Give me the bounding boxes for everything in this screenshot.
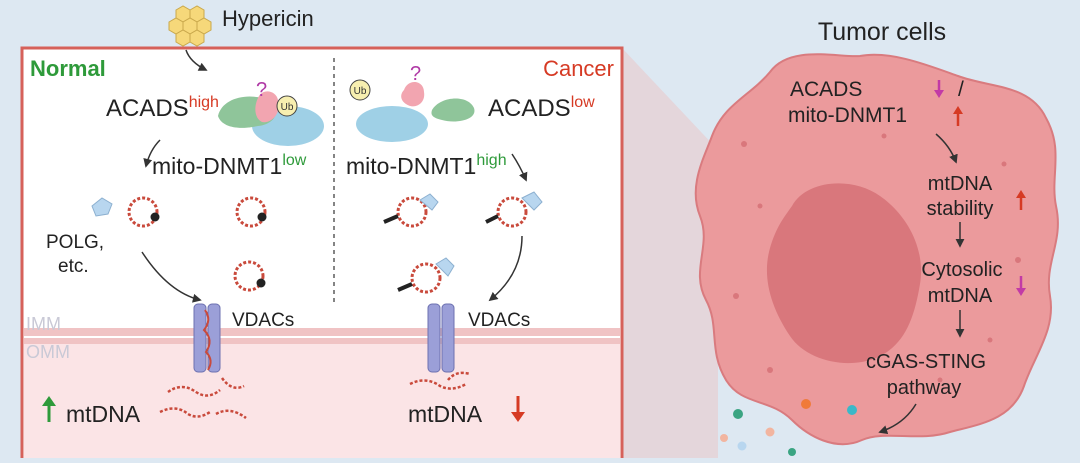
cancer-question-mark: ? (410, 63, 421, 85)
normal-vdac-channel-icon (193, 303, 221, 373)
cancer-released-mtdna (409, 371, 471, 390)
cancer-mtdna-circle (397, 257, 455, 294)
tumor-cgas-line2: pathway (887, 377, 962, 399)
cancer-heading: Cancer (543, 56, 614, 81)
polg-etc-label: etc. (58, 256, 89, 277)
normal-ubiquitin-icon: Ub (276, 95, 298, 117)
zoom-wedge (622, 48, 718, 458)
normal-mtdna-circle (127, 196, 160, 228)
normal-dnmt-arrow (143, 139, 161, 168)
tumor-cell-dots (733, 133, 1021, 383)
tumor-dnmt-up-arrow (953, 106, 963, 126)
tumor-stability-up-arrow (1016, 190, 1026, 210)
svg-text:Ub: Ub (354, 86, 367, 97)
normal-released-mtdna (159, 377, 247, 420)
tumor-stability-line1: mtDNA (928, 173, 993, 195)
tumor-flow-arrow-4 (878, 403, 917, 434)
tumor-acads-down-arrow (934, 80, 944, 98)
normal-mtdna-circle (233, 260, 266, 292)
tumor-title: Tumor cells (818, 18, 946, 46)
tumor-cytosolic-line2: mtDNA (928, 285, 993, 307)
tumor-dnmt-label: mito-DNMT1 (788, 104, 907, 127)
tumor-stability-line2: stability (927, 198, 994, 220)
cancer-vdac-label: VDACs (468, 310, 530, 331)
cancer-vdac-channel-icon (427, 303, 455, 373)
tumor-cytosolic-down-arrow (1016, 276, 1026, 296)
cancer-acads-label: ACADSlow (488, 94, 595, 122)
cancer-mtdna-circle (485, 191, 543, 228)
normal-acads-protein-icon (218, 91, 324, 146)
normal-question-mark: ? (256, 79, 267, 101)
normal-heading: Normal (30, 56, 106, 81)
tumor-cgas-line1: cGAS-STING (866, 351, 986, 373)
polg-protein-icon (91, 197, 113, 217)
hypericin-label: Hypericin (222, 6, 314, 31)
hypericin-molecule-icon (168, 5, 212, 47)
mitochondria-panel (20, 46, 624, 463)
normal-vdac-label: VDACs (232, 310, 294, 331)
normal-up-arrowhead (42, 396, 56, 406)
tumor-flow-arrow-1 (935, 133, 958, 164)
normal-cycle-arrow (141, 251, 202, 303)
cancer-down-arrowhead (511, 412, 525, 422)
secreted-particles (720, 399, 857, 456)
normal-dnmt-label: mito-DNMT1low (152, 152, 307, 179)
cancer-cycle-arrow (488, 235, 523, 302)
hypericin-arrow (185, 49, 208, 71)
polg-label: POLG, (46, 232, 104, 253)
tumor-nucleus (766, 183, 922, 364)
imm-label: IMM (26, 314, 61, 334)
cancer-mtdna-result: mtDNA (408, 401, 483, 427)
tumor-slash: / (958, 78, 964, 101)
normal-acads-label: ACADShigh (106, 94, 219, 122)
normal-mtdna-result: mtDNA (66, 401, 141, 427)
omm-label: OMM (26, 342, 70, 362)
cancer-acads-protein-icon (356, 81, 475, 142)
cancer-dnmt-arrow (511, 153, 528, 182)
cancer-ubiquitin-icon: Ub (349, 79, 371, 101)
tumor-cytosolic-line1: Cytosolic (921, 259, 1002, 281)
svg-text:Ub: Ub (281, 102, 294, 113)
tumor-acads-label: ACADS (790, 78, 862, 101)
cancer-mtdna-circle (383, 193, 439, 228)
cancer-dnmt-label: mito-DNMT1high (346, 152, 507, 179)
normal-mtdna-circle (235, 196, 267, 228)
